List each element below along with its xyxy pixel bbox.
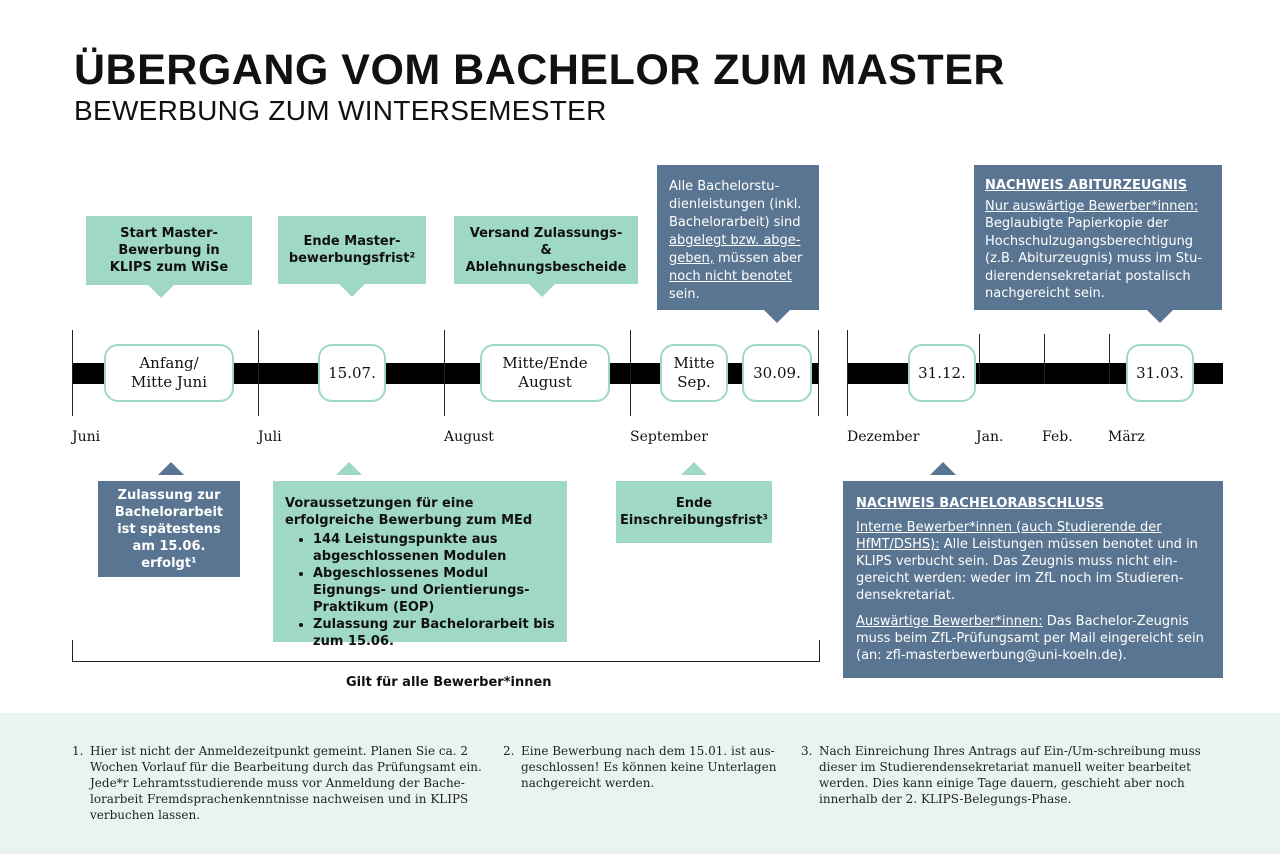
callout-bachelorabschluss: NACHWEIS BACHELORABSCHLUSS Interne Bewer… bbox=[843, 481, 1223, 678]
tick-dezember bbox=[847, 330, 848, 416]
requirement-item: Abgeschlossenes Modul Eignungs- und Orie… bbox=[313, 565, 557, 616]
date-pill-text: 15.07. bbox=[328, 363, 376, 382]
date-pill-mitte-ende-august: Mitte/Ende August bbox=[480, 344, 610, 402]
callout-einschreibung: Ende Einschreibungsfrist³ bbox=[616, 481, 772, 543]
pointer-abitur bbox=[1147, 310, 1173, 323]
callout-versand: Versand Zulassungs- & Ablehnungsbescheid… bbox=[454, 216, 638, 284]
pointer-bachelorabschluss bbox=[930, 462, 956, 475]
callout-versand-text: Versand Zulassungs- & Ablehnungsbescheid… bbox=[465, 225, 627, 275]
footnotes-area bbox=[0, 713, 1280, 854]
leistungen-underline-2: noch nicht benotet bbox=[669, 269, 792, 284]
month-label-juli: Juli bbox=[258, 429, 282, 445]
month-label-juni: Juni bbox=[72, 429, 101, 445]
bachelorabschluss-extern: Auswärtige Bewerber*innen: Das Bachelor-… bbox=[856, 613, 1213, 664]
bachelorabschluss-intern: Interne Bewerber*innen (auch Studierende… bbox=[856, 519, 1213, 604]
month-label-dezember: Dezember bbox=[847, 429, 920, 445]
callout-voraussetzungen: Voraussetzungen für eine erfolgreiche Be… bbox=[273, 481, 567, 649]
requirements-list: 144 Leistungspunkte aus abgeschlossenen … bbox=[285, 531, 557, 650]
callout-start-bewerbung: Start Master-Bewerbung in KLIPS zum WiSe bbox=[86, 216, 252, 285]
footnote-1: 1. Hier ist nicht der Anmeldezeitpunkt g… bbox=[72, 743, 482, 823]
callout-abitur: NACHWEIS ABITURZEUGNIS Nur auswärtige Be… bbox=[974, 165, 1222, 310]
bachelorabschluss-heading: NACHWEIS BACHELORABSCHLUSS bbox=[856, 496, 1104, 511]
footnote-3: 3. Nach Einreichung Ihres Antrags auf Ei… bbox=[801, 743, 1206, 807]
page-subtitle: BEWERBUNG ZUM WINTERSEMESTER bbox=[74, 95, 607, 126]
callout-zulassung-text: Zulassung zur Bachelorarbeit ist spätest… bbox=[114, 487, 224, 571]
tick-august bbox=[444, 330, 445, 416]
date-pill-3103: 31.03. bbox=[1126, 344, 1194, 402]
footnote-text: Eine Bewerbung nach dem 15.01. ist aus-g… bbox=[521, 744, 777, 790]
pointer-start bbox=[148, 285, 174, 298]
date-pill-3009: 30.09. bbox=[742, 344, 812, 402]
pointer-versand bbox=[529, 284, 555, 297]
applies-all-label: Gilt für alle Bewerber*innen bbox=[346, 675, 552, 690]
callout-zulassung: Zulassung zur Bachelorarbeit ist spätest… bbox=[98, 481, 240, 577]
callout-ende-frist-text: Ende Master-bewerbungsfrist² bbox=[288, 234, 416, 266]
date-pill-mitte-sep: Mitte Sep. bbox=[660, 344, 728, 402]
footnote-number: 3. bbox=[801, 744, 813, 758]
footnote-number: 2. bbox=[503, 744, 515, 758]
callout-ende-frist: Ende Master-bewerbungsfrist² bbox=[278, 216, 426, 284]
month-label-august: August bbox=[444, 429, 494, 445]
abitur-text: Beglaubigte Papierkopie der Hochschulzug… bbox=[985, 216, 1203, 301]
date-pill-text: Mitte Sep. bbox=[673, 354, 715, 391]
date-pill-1507: 15.07. bbox=[318, 344, 386, 402]
requirement-item: Zulassung zur Bachelorarbeit bis zum 15.… bbox=[313, 616, 557, 650]
callout-bachelor-leistungen: Alle Bachelorstu-dienleistungen (inkl. B… bbox=[657, 165, 819, 310]
footnote-text: Nach Einreichung Ihres Antrags auf Ein-/… bbox=[819, 744, 1201, 806]
date-pill-anfang-mitte-juni: Anfang/ Mitte Juni bbox=[104, 344, 234, 402]
abitur-heading: NACHWEIS ABITURZEUGNIS bbox=[985, 178, 1188, 193]
footnote-2: 2. Eine Bewerbung nach dem 15.01. ist au… bbox=[503, 743, 778, 791]
requirement-item: 144 Leistungspunkte aus abgeschlossenen … bbox=[313, 531, 557, 565]
leistungen-text-3: sein. bbox=[669, 287, 700, 302]
date-pill-text: Mitte/Ende August bbox=[502, 354, 588, 391]
leistungen-text-2: müssen aber bbox=[718, 251, 803, 266]
pointer-leistungen bbox=[764, 310, 790, 323]
month-label-september: September bbox=[630, 429, 708, 445]
date-pill-text: 31.03. bbox=[1136, 363, 1184, 382]
tick-september bbox=[630, 330, 631, 416]
pointer-voraussetzungen bbox=[336, 462, 362, 475]
abitur-subheading: Nur auswärtige Bewerber*innen: bbox=[985, 198, 1199, 214]
intern-label: Interne Bewerber*innen (auch Studierende… bbox=[856, 520, 1162, 552]
month-label-maerz: März bbox=[1108, 429, 1145, 445]
pointer-zulassung bbox=[158, 462, 184, 475]
applies-all-bracket bbox=[72, 640, 820, 662]
tick-maerz bbox=[1109, 334, 1110, 384]
tick-feb bbox=[1044, 334, 1045, 384]
footnote-text: Hier ist nicht der Anmeldezeitpunkt geme… bbox=[90, 744, 482, 822]
intern-text: Alle Leistungen müssen benotet und in KL… bbox=[856, 537, 1198, 603]
voraussetzungen-heading: Voraussetzungen für eine erfolgreiche Be… bbox=[285, 496, 533, 528]
pointer-einschreibung bbox=[681, 462, 707, 475]
page-title: ÜBERGANG VOM BACHELOR ZUM MASTER bbox=[74, 46, 1005, 94]
footnote-number: 1. bbox=[72, 744, 84, 758]
callout-start-text: Start Master-Bewerbung in KLIPS zum WiSe bbox=[109, 226, 229, 275]
date-pill-text: Anfang/ Mitte Juni bbox=[131, 354, 207, 391]
tick-jan bbox=[979, 334, 980, 384]
date-pill-text: 30.09. bbox=[753, 363, 801, 382]
date-pill-text: 31.12. bbox=[918, 363, 966, 382]
leistungen-underline-1: abgelegt bzw. abge-geben, bbox=[669, 233, 801, 266]
month-label-feb: Feb. bbox=[1042, 429, 1073, 445]
month-label-jan: Jan. bbox=[976, 429, 1004, 445]
extern-label: Auswärtige Bewerber*innen: bbox=[856, 614, 1043, 629]
extern-text: Das Bachelor-Zeugnis muss beim ZfL-Prüfu… bbox=[856, 614, 1204, 663]
tick-juli bbox=[258, 330, 259, 416]
leistungen-text-1: Alle Bachelorstu-dienleistungen (inkl. B… bbox=[669, 179, 802, 230]
pointer-ende-frist bbox=[339, 284, 365, 297]
tick-september-end bbox=[818, 330, 819, 416]
tick-juni bbox=[72, 330, 73, 416]
callout-einschreibung-text: Ende Einschreibungsfrist³ bbox=[620, 496, 769, 528]
date-pill-3112: 31.12. bbox=[908, 344, 976, 402]
